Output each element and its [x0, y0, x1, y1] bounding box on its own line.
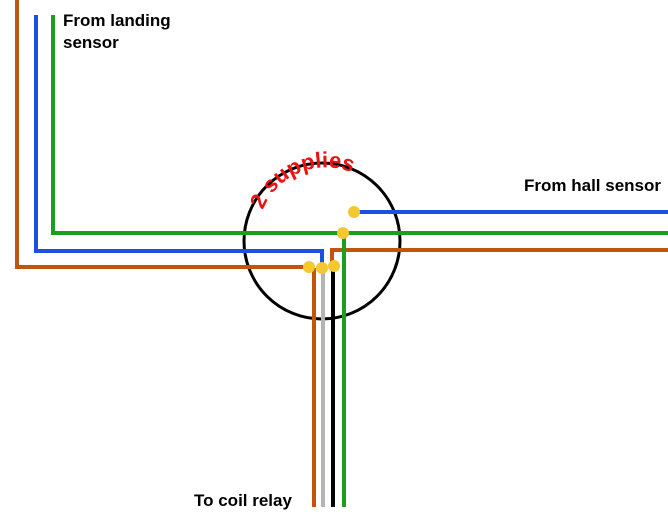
hall-sensor-label: From hall sensor	[524, 176, 661, 195]
junction-dot-green	[337, 227, 349, 239]
coil-relay-label: To coil relay	[194, 491, 292, 510]
landing-blue-wire	[34, 15, 324, 268]
junction-dot-hall-brown	[328, 260, 340, 272]
landing-sensor-label-line1: From landing	[63, 11, 171, 30]
supplies-label: 2 supplies	[245, 147, 358, 212]
junction-dot-brown	[303, 261, 315, 273]
hall-brown-wire	[330, 248, 668, 266]
landing-sensor-label-line2: sensor	[63, 33, 119, 52]
landing-brown-wire	[15, 0, 309, 269]
junction-dot-hall-blue	[348, 206, 360, 218]
landing-green-wire	[51, 15, 668, 235]
junction-dot-blue	[316, 262, 328, 274]
